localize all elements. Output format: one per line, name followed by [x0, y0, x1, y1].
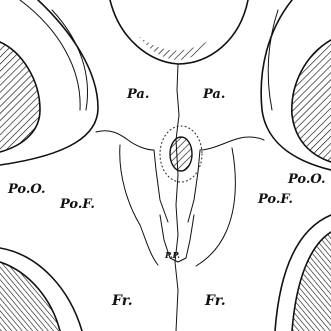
bottom-right-curve [275, 215, 331, 331]
bottom-left-curve [0, 248, 82, 331]
label-fr-right: Fr. [204, 293, 226, 309]
sutures [96, 64, 264, 331]
label-pa-right: Pa. [202, 87, 225, 102]
label-po-o-left: Po.O. [7, 182, 45, 197]
top-arc [110, 0, 248, 64]
label-pp: P.P. [164, 250, 180, 260]
left-orbit [0, 0, 98, 165]
right-orbit [261, 0, 331, 170]
label-fr-left: Fr. [111, 293, 133, 309]
label-po-f-left: Po.F. [59, 197, 95, 212]
label-pa-left: Pa. [126, 87, 149, 102]
pineal-foramen [160, 126, 202, 182]
label-po-f-right: Po.F. [257, 192, 293, 207]
label-po-o-right: Po.O. [287, 172, 325, 187]
